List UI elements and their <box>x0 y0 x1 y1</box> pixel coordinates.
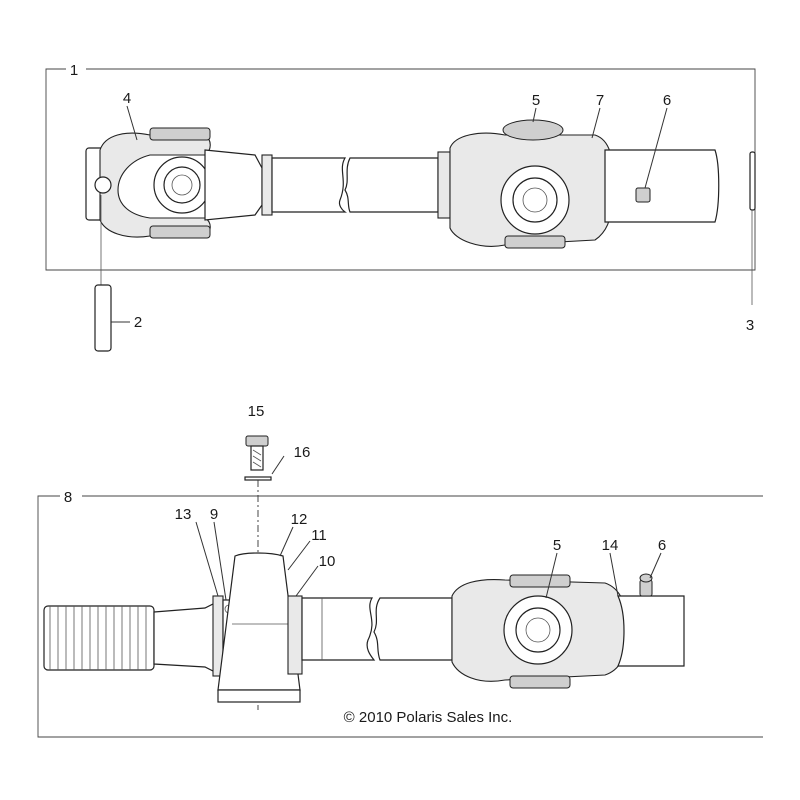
callout-4: 4 <box>123 90 131 107</box>
leader-12 <box>279 526 294 557</box>
lower-bearing-inner <box>515 607 561 653</box>
callout-14: 14 <box>602 537 619 554</box>
lower-cap-top <box>509 574 571 588</box>
bolt-shank-part-15 <box>250 445 264 471</box>
upper-right-cap-top <box>502 119 564 141</box>
lower-assembly <box>37 435 763 738</box>
upper-left-yoke-body <box>204 149 263 221</box>
leader-4 <box>126 105 138 141</box>
leader-7 <box>591 107 601 139</box>
upper-pin-hole <box>94 176 112 194</box>
callout-12: 12 <box>291 511 308 528</box>
upper-left-collar <box>261 154 273 216</box>
upper-left-cap-top <box>149 127 211 141</box>
lower-grease-fitting-cap <box>639 573 653 583</box>
upper-right-bearing-center <box>522 187 548 213</box>
leader-9 <box>213 521 227 601</box>
splined-shaft <box>43 605 155 671</box>
lower-cap-bottom <box>509 675 571 689</box>
leader-13 <box>195 521 219 597</box>
lower-assembly-frame <box>37 495 763 738</box>
bolt-head-part-15 <box>245 435 269 447</box>
upper-right-collar <box>437 151 451 219</box>
rod-part-3 <box>749 151 756 211</box>
spline-grooves <box>49 606 147 670</box>
leader-14 <box>609 552 619 597</box>
upper-grease-fitting <box>635 187 651 203</box>
upper-right-cap-bottom <box>504 235 566 249</box>
callout-13: 13 <box>175 506 192 523</box>
slip-yoke-end <box>617 595 685 667</box>
upper-assembly <box>45 68 756 352</box>
upper-left-bearing-inner <box>163 166 201 204</box>
callout-3: 3 <box>746 317 754 334</box>
leader-5-upper <box>532 107 537 123</box>
copyright-notice: © 2010 Polaris Sales Inc. <box>344 709 513 726</box>
callout-5-upper: 5 <box>532 92 540 109</box>
lower-bearing-center <box>525 617 551 643</box>
bolt-thread-1 <box>252 449 262 456</box>
callout-7: 7 <box>596 92 604 109</box>
callout-6-lower: 6 <box>658 537 666 554</box>
upper-right-shaft-end <box>604 149 720 223</box>
upper-left-bearing-center <box>171 174 193 196</box>
callout-11: 11 <box>311 527 327 544</box>
callout-5-lower: 5 <box>553 537 561 554</box>
callout-1: 1 <box>70 62 78 79</box>
bolt-thread-2 <box>252 455 262 462</box>
shaft-neck <box>153 602 216 673</box>
callout-2: 2 <box>134 314 142 331</box>
lower-tube-right <box>373 597 453 661</box>
bolt-thread-3 <box>252 461 262 468</box>
callout-6-upper: 6 <box>663 92 671 109</box>
washer-part-16 <box>244 476 272 481</box>
upper-tube-left <box>271 157 347 213</box>
leader-10 <box>295 565 319 597</box>
callout-10: 10 <box>319 553 336 570</box>
lower-tube-left <box>301 597 376 661</box>
pin-part-2 <box>94 284 112 352</box>
upper-tube-right <box>344 157 439 213</box>
callout-8: 8 <box>64 489 72 506</box>
leader-6-lower <box>649 552 662 579</box>
leader-6-upper <box>644 107 668 189</box>
leader-5-lower <box>545 552 558 599</box>
leader-11 <box>287 540 311 571</box>
callout-16: 16 <box>294 444 311 461</box>
upper-left-cap-bottom <box>149 225 211 239</box>
callout-9: 9 <box>210 506 218 523</box>
callout-15: 15 <box>248 403 265 420</box>
upper-assembly-frame <box>45 68 756 271</box>
leader-16 <box>271 455 285 475</box>
ring-part-10 <box>287 595 303 675</box>
carrier-bracket-base <box>217 689 301 703</box>
upper-right-bearing-inner <box>512 177 558 223</box>
